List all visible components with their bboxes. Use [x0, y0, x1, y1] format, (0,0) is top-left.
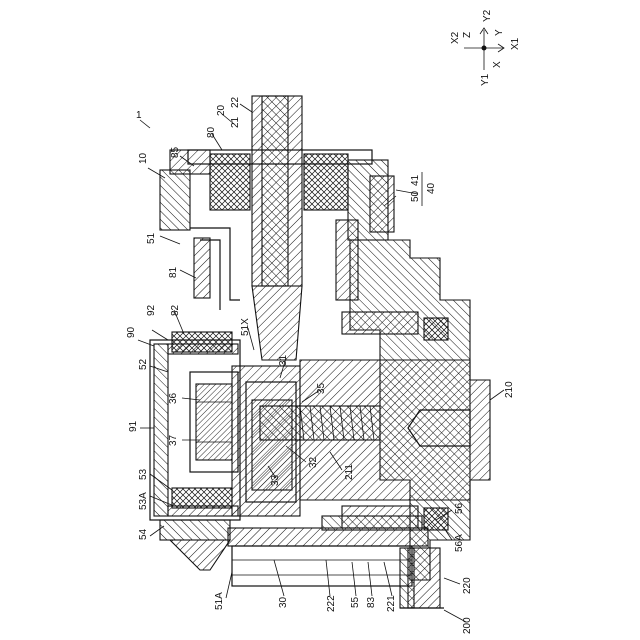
label-54: 54: [138, 528, 149, 540]
label-35: 35: [316, 382, 327, 394]
label-55: 55: [350, 596, 361, 608]
label-51: 51: [146, 232, 157, 244]
label-33: 33: [270, 474, 281, 486]
label-56a: 56A: [454, 534, 465, 552]
label-210: 210: [504, 381, 515, 398]
label-90: 90: [126, 326, 137, 338]
label-37: 37: [168, 434, 179, 446]
label-91: 91: [128, 420, 139, 432]
label-x: X: [492, 61, 503, 68]
label-82: 82: [170, 304, 181, 316]
label-20: 20: [216, 104, 227, 116]
label-220: 220: [462, 577, 473, 594]
label-56: 56: [454, 502, 465, 514]
label-222: 222: [326, 595, 337, 612]
label-y1: Y1: [480, 73, 491, 86]
label-22: 22: [230, 96, 241, 108]
label-30: 30: [278, 596, 289, 608]
label-92: 92: [146, 304, 157, 316]
label-85: 85: [170, 146, 181, 158]
label-50: 50: [410, 190, 421, 202]
label-221: 221: [386, 595, 397, 612]
label-83: 83: [366, 596, 377, 608]
label-51a: 51A: [214, 592, 225, 610]
label-53: 53: [138, 468, 149, 480]
label-fig-ref: 1: [136, 110, 142, 121]
label-31: 31: [278, 354, 289, 366]
label-211: 211: [344, 464, 355, 480]
label-52: 52: [138, 358, 149, 370]
label-51x: 51X: [240, 318, 251, 336]
label-40: 40: [426, 182, 437, 194]
label-z: Z: [462, 32, 473, 38]
label-x2: X2: [450, 31, 461, 44]
lower-body: [160, 516, 428, 608]
label-200: 200: [462, 617, 473, 634]
label-y: Y: [494, 29, 505, 36]
label-y2: Y2: [482, 9, 493, 22]
plug-30: [232, 366, 300, 516]
label-80: 80: [206, 126, 217, 138]
label-10: 10: [138, 152, 149, 164]
label-36: 36: [168, 392, 179, 404]
label-81: 81: [168, 266, 179, 278]
label-32: 32: [308, 456, 319, 468]
shaft-20: [252, 96, 302, 360]
label-21: 21: [230, 116, 241, 128]
label-53a: 53A: [138, 492, 149, 510]
label-41: 41: [410, 174, 421, 186]
label-x1: X1: [510, 37, 521, 50]
